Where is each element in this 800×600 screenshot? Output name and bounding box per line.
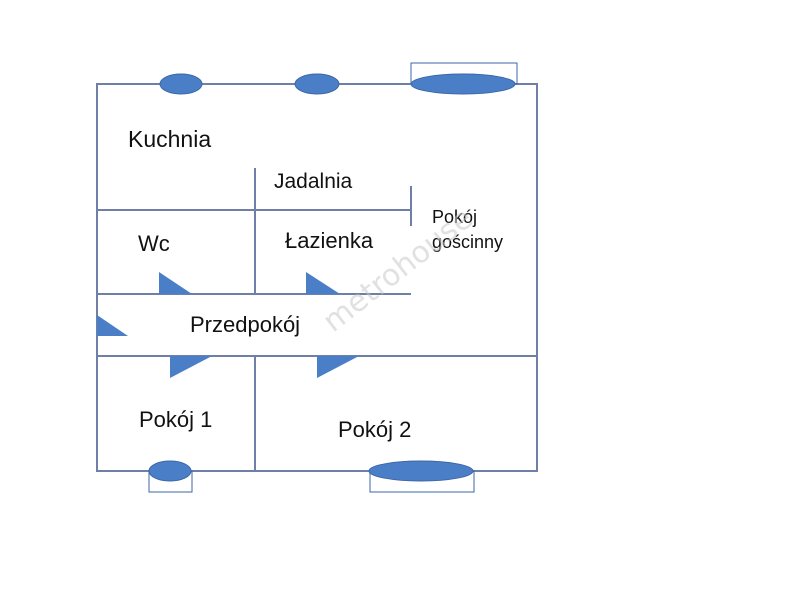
- windows: [148, 62, 518, 493]
- door-entrance: [97, 315, 128, 336]
- label-pokoj-goscinny-line2: gościnny: [432, 232, 503, 252]
- door-room-2: [317, 356, 359, 378]
- label-przedpokoj: Przedpokój: [190, 312, 300, 337]
- window-room-2: [368, 460, 474, 482]
- window-kitchen-1: [159, 73, 203, 95]
- door-room-1: [170, 356, 212, 378]
- label-pokoj-1: Pokój 1: [139, 407, 212, 432]
- watermark-logo: metrohouse: [316, 201, 479, 339]
- label-lazienka: Łazienka: [285, 228, 374, 253]
- window-room-1: [148, 460, 192, 482]
- window-living-room: [410, 73, 516, 95]
- label-pokoj-goscinny-line1: Pokój: [432, 207, 477, 227]
- label-jadalnia: Jadalnia: [274, 170, 353, 193]
- room-labels: Kuchnia Jadalnia Wc Łazienka Pokój gości…: [128, 126, 503, 442]
- label-wc: Wc: [138, 231, 170, 256]
- door-wc: [159, 272, 192, 294]
- doors: [97, 272, 359, 378]
- label-kuchnia: Kuchnia: [128, 126, 211, 152]
- label-pokoj-2: Pokój 2: [338, 417, 411, 442]
- door-bathroom: [306, 272, 340, 294]
- window-kitchen-2: [294, 73, 340, 95]
